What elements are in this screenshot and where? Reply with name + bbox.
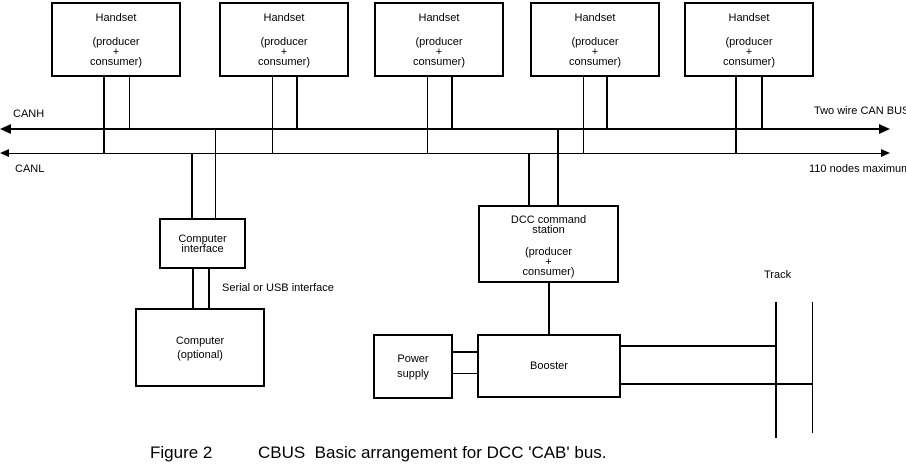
handset-plus-label: +	[435, 46, 443, 58]
booster-label: Booster	[530, 360, 568, 372]
handset4-canl-wire	[583, 77, 584, 154]
handset-title: Handset	[95, 12, 137, 24]
handset-title: Handset	[574, 12, 616, 24]
canl-right-arrow-icon	[881, 149, 890, 157]
dcc-command-station-box: DCC command station (producer + consumer…	[478, 205, 619, 283]
dcc-booster-wire	[548, 281, 550, 334]
handset-title: Handset	[418, 12, 460, 24]
handset-consumer-label: consumer)	[569, 56, 621, 68]
booster-track-wire-top	[619, 345, 776, 347]
figure-caption: CBUS Basic arrangement for DCC 'CAB' bus…	[258, 443, 607, 462]
handset-box-2: Handset (producer + consumer)	[219, 2, 349, 77]
handset3-canh-wire	[451, 77, 453, 130]
canl-label: CANL	[15, 163, 45, 175]
canl-left-arrow-icon	[0, 149, 9, 157]
handset-producer-label: (producer	[725, 36, 773, 48]
dcc-canl-wire	[528, 153, 530, 205]
handset2-canh-wire	[296, 77, 298, 130]
handset-plus-label: +	[112, 46, 120, 58]
serial-usb-interface-label: Serial or USB interface	[222, 282, 334, 294]
canh-left-arrow-icon	[0, 124, 11, 134]
dcc-producer-label: (producer	[524, 246, 573, 258]
handset-plus-label: +	[280, 46, 288, 58]
psu-booster-wire-bottom	[451, 373, 479, 374]
two-wire-can-bus-label: Two wire CAN BUS	[814, 105, 906, 117]
handset-title: Handset	[728, 12, 770, 24]
dcc-plus-label: +	[545, 256, 552, 268]
handset-box-1: Handset (producer + consumer)	[51, 2, 181, 77]
track-label: Track	[764, 269, 792, 281]
dcc-label-line1: DCC command	[510, 214, 587, 226]
nodes-maximum-label: 110 nodes maximum	[809, 163, 906, 175]
interface-canh-wire	[215, 128, 216, 218]
handset-plus-label: +	[745, 46, 753, 58]
handset4-canh-wire	[606, 77, 608, 130]
handset-producer-label: (producer	[415, 36, 463, 48]
handset-box-4: Handset (producer + consumer)	[530, 2, 660, 77]
handset-consumer-label: consumer)	[413, 56, 465, 68]
handset-producer-label: (producer	[571, 36, 619, 48]
handset5-canh-wire	[761, 77, 763, 130]
computer-interface-box: Computer interface	[159, 218, 246, 269]
handset-consumer-label: consumer)	[723, 56, 775, 68]
canh-bus-line	[2, 128, 879, 130]
track-rail-left	[775, 302, 777, 438]
handset2-canl-wire	[272, 77, 273, 154]
handset-box-5: Handset (producer + consumer)	[684, 2, 814, 77]
handset-box-3: Handset (producer + consumer)	[374, 2, 504, 77]
computer-interface-label-line2: interface	[181, 242, 224, 255]
handset-plus-label: +	[591, 46, 599, 58]
handset-consumer-label: consumer)	[90, 56, 142, 68]
interface-canl-wire	[191, 153, 193, 218]
booster-box: Booster	[477, 334, 621, 398]
handset-producer-label: (producer	[260, 36, 308, 48]
canh-label: CANH	[13, 108, 45, 120]
serial-wire-left	[192, 267, 194, 308]
computer-box: Computer (optional)	[135, 308, 265, 387]
track-rail-right	[812, 302, 813, 433]
power-supply-label-line2: supply	[397, 367, 429, 380]
computer-interface-label-line1: Computer	[178, 232, 227, 245]
handset1-canh-wire	[129, 77, 130, 130]
psu-booster-wire-top	[451, 351, 479, 353]
canl-bus-line	[2, 153, 881, 154]
canh-right-arrow-icon	[879, 124, 890, 134]
handset-producer-label: (producer	[92, 36, 140, 48]
computer-label-line2: (optional)	[177, 348, 223, 361]
handset-consumer-label: consumer)	[258, 56, 310, 68]
serial-wire-right	[208, 267, 210, 308]
dcc-label-line2: station	[532, 224, 565, 236]
handset3-canl-wire	[427, 77, 428, 154]
handset5-canl-wire	[735, 77, 737, 154]
booster-track-wire-bottom	[619, 383, 813, 385]
handset1-canl-wire	[103, 77, 105, 154]
power-supply-box: Power supply	[373, 334, 453, 399]
handset-title: Handset	[263, 12, 305, 24]
power-supply-label-line1: Power	[397, 352, 429, 365]
dcc-canh-wire	[557, 128, 559, 205]
computer-label-line1: Computer	[175, 334, 225, 347]
dcc-consumer-label: consumer)	[522, 266, 575, 278]
figure-number-label: Figure 2	[150, 443, 213, 462]
